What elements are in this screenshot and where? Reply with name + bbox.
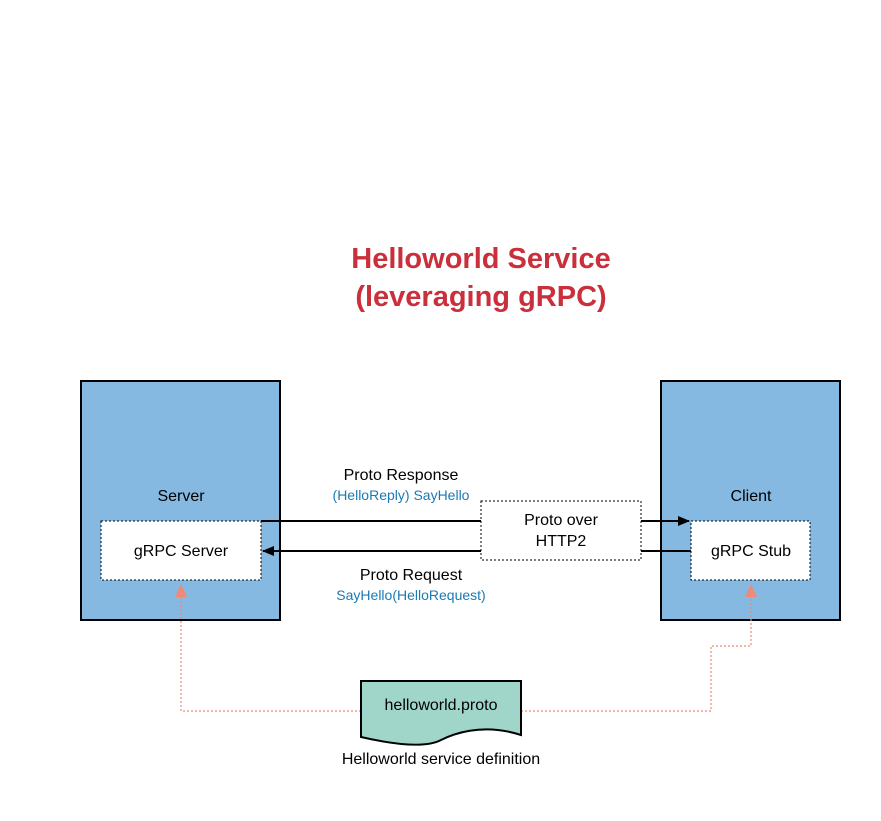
response-label: Proto Response	[344, 467, 459, 484]
title-line-1: Helloworld Service	[351, 243, 611, 275]
request-label: Proto Request	[360, 567, 463, 584]
title-line-2: (leveraging gRPC)	[355, 281, 606, 313]
client-dependency-arrowhead	[745, 584, 757, 597]
proto-file-label: helloworld.proto	[385, 697, 498, 714]
transport-label-line-2: HTTP2	[536, 533, 587, 550]
grpc-stub-label: gRPC Stub	[711, 543, 791, 560]
proto-caption: Helloworld service definition	[342, 751, 540, 768]
client-label: Client	[731, 488, 772, 505]
grpc-server-label: gRPC Server	[134, 543, 229, 560]
grpc-server-box	[100, 520, 262, 581]
transport-box	[480, 500, 642, 561]
response-method: (HelloReply) SayHello	[333, 487, 470, 503]
proto-to-server-line	[180, 596, 361, 712]
server-label: Server	[157, 488, 205, 505]
request-method: SayHello(HelloRequest)	[336, 587, 485, 603]
grpc-stub-box	[690, 520, 811, 581]
server-dependency-arrowhead	[175, 584, 187, 597]
transport-label-line-1: Proto over	[524, 512, 598, 529]
proto-document	[360, 680, 522, 746]
